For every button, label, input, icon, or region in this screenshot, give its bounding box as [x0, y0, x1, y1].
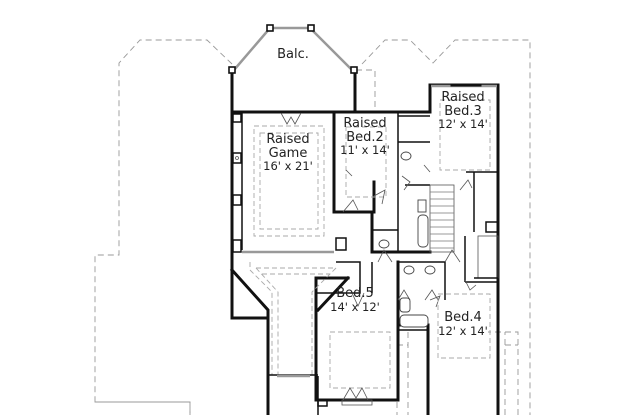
shared-bath: [396, 260, 446, 402]
balcony: [228, 24, 358, 114]
bed3-name-line1: Raised: [441, 90, 485, 105]
balcony-name: Balc.: [277, 47, 309, 62]
balcony-label: Balc.: [277, 48, 309, 62]
balcony-post: [307, 24, 315, 32]
bed5-label: Bed.5 14' x 12': [330, 287, 380, 313]
bed4: [437, 236, 498, 359]
balcony-post: [266, 24, 274, 32]
bed3-name-line2: Bed.3: [444, 103, 482, 119]
bed2-label: Raised Bed.2 11' x 14': [340, 116, 390, 158]
bed2-dimensions: 11' x 14': [340, 143, 390, 158]
bed3: [431, 83, 499, 279]
game-room: [232, 110, 347, 254]
balcony-post: [228, 66, 236, 74]
bed4-name: Bed.4: [444, 310, 482, 325]
game-room-label: Raised Game 16' x 21': [263, 132, 313, 174]
bed3-dimensions: 12' x 14': [438, 117, 488, 132]
bed2: [332, 112, 399, 252]
hall-bath: [370, 115, 432, 254]
open-to-below: [249, 262, 338, 378]
balcony-post: [350, 66, 358, 74]
bed3-label: Raised Bed.3 12' x 14': [438, 90, 488, 132]
bed4-label: Bed.4 12' x 14': [438, 311, 488, 337]
game-room-dimensions: 16' x 21': [263, 159, 313, 174]
hall-doors: [345, 169, 393, 263]
bed4-dimensions: 12' x 14': [438, 323, 488, 338]
game-room-name-line1: Raised: [266, 132, 310, 147]
game-room-name-line2: Game: [268, 145, 308, 161]
stairs[interactable]: [429, 184, 455, 253]
bed5-name: Bed.5: [336, 286, 374, 301]
bed2-name-line2: Bed.2: [346, 129, 384, 145]
bed5: [316, 261, 391, 407]
bed2-name-line1: Raised: [343, 116, 387, 131]
bed5-dimensions: 14' x 12': [330, 299, 380, 314]
